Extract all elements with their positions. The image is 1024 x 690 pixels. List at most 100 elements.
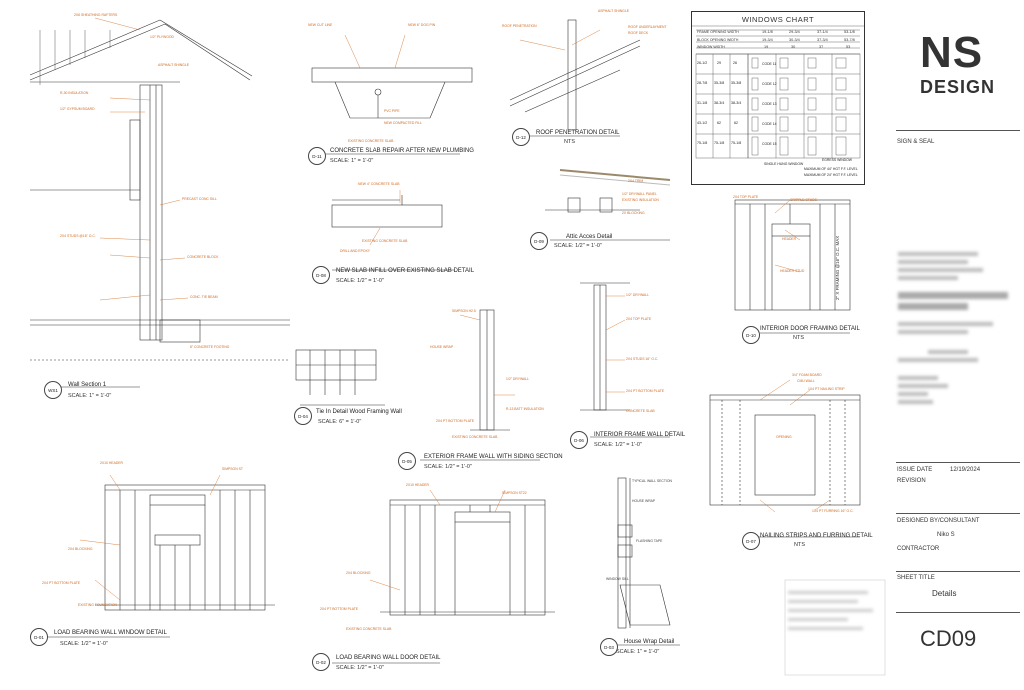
note-d09-2: EXISTING INSULATION: [622, 198, 659, 202]
windows-chart-grid: [692, 25, 864, 159]
note-d10-0: 2X4 TOP PLATE: [733, 195, 759, 199]
note-d06-0: 1/2" DRYWALL: [626, 293, 650, 297]
wc-window-w1: 19: [764, 45, 769, 49]
wc-block-w3: 37-3/4: [817, 38, 828, 42]
note-ws1-9: 8" CONCRETE FOOTING: [190, 345, 230, 349]
wc-note-egress: EGRESS WINDOW: [822, 158, 852, 162]
note-d03-2: FLASHING TAPE: [636, 539, 663, 543]
detail-scale-d06: SCALE: 1/2" = 1'-0": [594, 442, 642, 448]
detail-tag-d05: D-05: [398, 452, 416, 470]
note-ws1-4: 1/2" GYPSUM BOARD: [60, 107, 95, 111]
note-d01-0: 2X10 HEADER: [100, 461, 123, 465]
note-d02-4: EXISTING CONCRETE SLAB: [346, 627, 392, 631]
note-d11-2: PVC PIPE: [384, 109, 400, 113]
wc-window-w4: 53: [846, 45, 851, 49]
note-d06-1: 2X4 TOP PLATE: [626, 317, 652, 321]
wc-frame-w3: 37-1/4: [817, 30, 828, 34]
detail-tag-d03: D-03: [600, 638, 618, 656]
note-ws1-8: CONC. TIE BEAM: [190, 295, 218, 299]
note-d03-0: TYPICAL WALL SECTION: [632, 479, 672, 483]
note-ws1-3: R-30 INSULATION: [60, 91, 89, 95]
note-d06-3: 2X4 PT BOTTOM PLATE: [626, 389, 665, 393]
wc-h-0-1: 29: [717, 61, 721, 65]
note-d08-0: NEW 4" CONCRETE SLAB: [358, 182, 400, 186]
note-ws1-5: 2X4 STUDS @16" O.C.: [60, 234, 96, 238]
sheet-number: CD09: [920, 626, 977, 651]
note-d05-5: EXISTING CONCRETE SLAB: [452, 435, 498, 439]
wc-code-3: CODE 14: [762, 122, 777, 126]
note-d02-2: 2X4 BLOCKING: [346, 571, 371, 575]
note-d10-1: CRIPPLE STUDS: [790, 198, 817, 202]
note-d10-2: HEADER: [782, 237, 797, 241]
wc-code-2: CODE 13: [762, 102, 777, 106]
note-d07-2: 1X4 PT NAILING STRIP: [808, 387, 845, 391]
note-d08-1: EXISTING CONCRETE SLAB: [362, 239, 408, 243]
detail-tag-d06: D-06: [570, 431, 588, 449]
detail-scale-d04: SCALE: 6" = 1'-0": [318, 419, 362, 425]
note-d11-0: NEW CUT LINE: [308, 23, 333, 27]
wc-h-4-2: 75-1/8: [731, 141, 742, 145]
note-d07-1: CMU WALL: [797, 379, 815, 383]
title-block-divider: [896, 612, 1020, 613]
wc-window-w2: 30: [791, 45, 796, 49]
wc-row-frame-label: FRAME OPENING WIDTH: [697, 30, 739, 34]
detail-title-d04: Tie In Detail Wood Framing Wall: [316, 409, 402, 415]
note-d05-3: R-13 BATT INSULATION: [506, 407, 544, 411]
detail-title-d01: LOAD BEARING WALL WINDOW DETAIL: [54, 630, 167, 636]
wc-code-4: CODE 15: [762, 142, 777, 146]
wc-frame-w4: 53-1/8: [844, 30, 855, 34]
wc-row-window-label: WINDOW WIDTH: [697, 45, 725, 49]
title-block-divider: [896, 130, 1020, 131]
note-d01-1: SIMPSON ST: [222, 467, 243, 471]
sheet-title-value: Details: [932, 589, 957, 598]
wc-h-2-1: 38-3/4: [714, 101, 725, 105]
detail-scale-d02: SCALE: 1/2" = 1'-0": [336, 665, 384, 671]
note-d05-2: 1/2" DRYWALL: [506, 377, 530, 381]
title-block-divider: [896, 462, 1020, 463]
detail-tag-d04: D-04: [294, 407, 312, 425]
detail-title-d02: LOAD BEARING WALL DOOR DETAIL: [336, 655, 441, 661]
note-ws1-2: ASPHALT SHINGLE: [158, 63, 189, 67]
note-d07-3: OPENING: [776, 435, 792, 439]
note-d05-0: SIMPSON H2.5: [452, 309, 476, 313]
note-d06-2: 2X4 STUDS 16" O.C.: [626, 357, 659, 361]
note-d07-0: 3/4" FOAM BOARD: [792, 373, 822, 377]
detail-scale-d03: SCALE: 1" = 1'-0": [616, 649, 660, 655]
detail-scale-d12: NTS: [564, 139, 575, 145]
detail-title-d03: House Wrap Detail: [624, 639, 675, 645]
detail-title-ws1: Wall Section 1: [68, 382, 107, 388]
wc-h-2-2: 38-3/4: [731, 101, 742, 105]
detail-scale-d11: SCALE: 1" = 1'-0": [330, 158, 374, 164]
detail-tag-d07: D-07: [742, 532, 760, 550]
detail-tag-d10: D-10: [742, 326, 760, 344]
note-d11-3: NEW COMPACTED FILL: [384, 121, 422, 125]
note-d09-1: 1/2" DRYWALL PANEL: [622, 192, 657, 196]
note-ws1-7: CONCRETE BLOCK: [187, 255, 219, 259]
detail-title-d06: INTERIOR FRAME WALL DETAIL: [594, 432, 686, 438]
wc-h-3-1: 62: [717, 121, 721, 125]
wc-window-w3: 37: [819, 45, 824, 49]
note-d11-1: NEW 6" DOG PIN: [408, 23, 436, 27]
note-ws1-6: PRECAST CONC SILL: [182, 197, 217, 201]
issue-date-label: ISSUE DATE: [897, 467, 933, 473]
wc-h-2-0: 31-1/8: [697, 101, 708, 105]
detail-tag-d12: D-12: [512, 128, 530, 146]
wc-frame-w1: 19-1/8: [762, 30, 773, 34]
title-block-divider: [896, 513, 1020, 514]
drawing-linework: [29, 17, 886, 676]
wc-note-max-44: MAXIMUM OF 44" HGT F.F. LEVEL: [804, 167, 858, 171]
note-d05-4: 2X4 PT BOTTOM PLATE: [436, 419, 475, 423]
detail-title-d07: NAILING STRIPS AND FURRING DETAIL: [760, 533, 873, 539]
note-d01-2: 2X4 BLOCKING: [68, 547, 93, 551]
note-d11-4: EXISTING CONCRETE SLAB: [348, 139, 394, 143]
detail-tag-d08: D-08: [312, 266, 330, 284]
detail-scale-d01: SCALE: 1/2" = 1'-0": [60, 641, 108, 647]
wc-h-3-0: 43-1/2: [697, 121, 708, 125]
issue-date-value: 12/19/2024: [950, 467, 981, 473]
wc-row-block-label: BLOCK OPENING WIDTH: [697, 38, 739, 42]
note-d09-0: 2X4 TRIM: [628, 179, 644, 183]
note-d03-1: HOUSE WRAP: [632, 499, 656, 503]
wc-h-1-0: 28-7/8: [697, 81, 708, 85]
detail-title-d11: CONCRETE SLAB REPAIR AFTER NEW PLUMBING: [330, 148, 474, 154]
note-d01-3: 2X4 PT BOTTOM PLATE: [42, 581, 81, 585]
